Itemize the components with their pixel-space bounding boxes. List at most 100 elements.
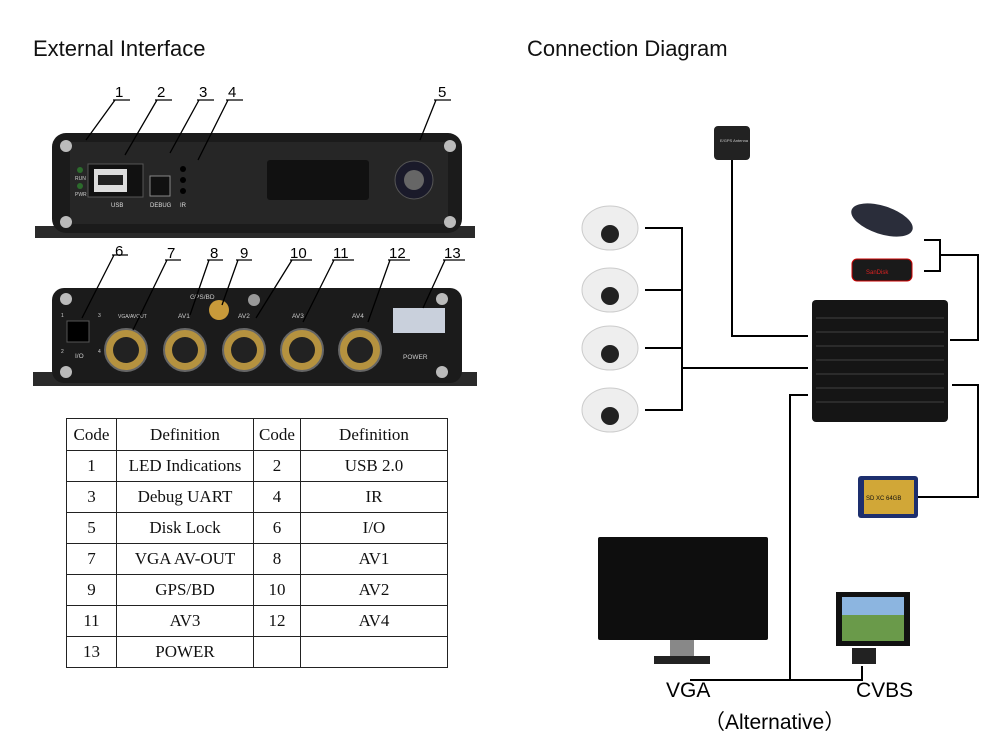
cvbs-monitor: [836, 592, 910, 664]
usb-flash-drive-icon: SanDisk: [851, 258, 913, 282]
cell: AV3: [116, 605, 254, 637]
pwr-label: PWR: [75, 192, 87, 198]
cell: [300, 636, 448, 668]
cell: AV4: [300, 605, 448, 637]
camera-4: [581, 387, 639, 433]
vga-label: VGA: [666, 679, 711, 702]
cell: GPS/BD: [116, 574, 254, 606]
callout-4: 4: [228, 84, 236, 101]
usb-label: USB: [111, 203, 123, 209]
av3-label: AV3: [292, 313, 304, 320]
callout-13: 13: [444, 245, 461, 262]
pin-3-label: 3: [98, 313, 101, 319]
io-port-icon: [66, 320, 90, 343]
svg-text:SD XC 64GB: SD XC 64GB: [866, 496, 901, 502]
power-label: POWER: [403, 354, 428, 361]
io-label: I/O: [75, 353, 84, 360]
cell: 3: [66, 481, 117, 513]
disk-bay-cover: [267, 160, 369, 200]
run-label: RUN: [75, 176, 86, 182]
power-connector-icon: [393, 308, 445, 333]
header-definition: Definition: [300, 418, 448, 451]
camera-2: [581, 267, 639, 313]
cell: 1: [66, 450, 117, 482]
cell: USB 2.0: [300, 450, 448, 482]
cell: 9: [66, 574, 117, 606]
callout-12: 12: [389, 245, 406, 262]
pin-4-label: 4: [98, 349, 101, 355]
gps-antenna-connector-icon: [209, 300, 229, 320]
cell: [253, 636, 301, 668]
cell: AV1: [300, 543, 448, 575]
cell: 7: [66, 543, 117, 575]
cell: Debug UART: [116, 481, 254, 513]
external-interface-title: External Interface: [33, 36, 206, 61]
cell: 2: [253, 450, 301, 482]
callout-2: 2: [157, 84, 165, 101]
connection-lines: [645, 160, 979, 681]
callout-1: 1: [115, 84, 123, 101]
av4-label: AV4: [352, 313, 364, 320]
callout-9: 9: [240, 245, 248, 262]
cell: VGA AV-OUT: [116, 543, 254, 575]
callout-11: 11: [333, 245, 349, 262]
pin-1-label: 1: [61, 313, 64, 319]
header-definition: Definition: [116, 418, 254, 451]
cvbs-label: CVBS: [856, 679, 914, 702]
ir-label: IR: [180, 203, 187, 209]
pwr-led-icon: [77, 183, 83, 189]
cell: 13: [66, 636, 117, 668]
cell: 12: [253, 605, 301, 637]
svg-text:E/GPS Antenna: E/GPS Antenna: [720, 138, 749, 143]
cell: 6: [253, 512, 301, 544]
cell: Disk Lock: [116, 512, 254, 544]
callout-5: 5: [438, 84, 446, 101]
rear-panel: GPS/BD VGA/AVOUT AV1 AV2 AV3 AV4 POWER I…: [33, 288, 477, 386]
gps-antenna: E/GPS Antenna: [714, 126, 750, 160]
vga-monitor: [598, 537, 768, 664]
callout-8: 8: [210, 245, 218, 262]
callout-6: 6: [115, 243, 123, 260]
svg-text:SanDisk: SanDisk: [866, 270, 889, 276]
pin-2-label: 2: [61, 349, 64, 355]
cell: 11: [66, 605, 117, 637]
rear-callouts: [81, 254, 465, 331]
av2-label: AV2: [238, 313, 250, 320]
table-header-row: Code Definition Code Definition: [66, 418, 448, 451]
debug-port-icon: [149, 175, 171, 197]
front-panel: RUN PWR USB DEBUG IR: [35, 133, 475, 238]
callout-3: 3: [199, 84, 207, 101]
cell: POWER: [116, 636, 254, 668]
header-code: Code: [253, 418, 301, 451]
vga-label: VGA/AVOUT: [118, 314, 147, 320]
connection-diagram-title: Connection Diagram: [527, 36, 728, 61]
mouse-icon: [851, 203, 913, 237]
cell: LED Indications: [116, 450, 254, 482]
dome-cameras: [581, 205, 639, 433]
debug-label: DEBUG: [150, 203, 172, 209]
cell: AV2: [300, 574, 448, 606]
cell: 8: [253, 543, 301, 575]
header-code: Code: [66, 418, 117, 451]
av1-label: AV1: [178, 313, 190, 320]
callout-10: 10: [290, 245, 307, 262]
alternative-label: （Alternative）: [704, 711, 846, 734]
mdvr-unit: [812, 300, 948, 422]
cell: 5: [66, 512, 117, 544]
callout-7: 7: [167, 245, 175, 262]
sd-card-icon: SD XC 64GB: [858, 476, 918, 518]
camera-1: [581, 205, 639, 251]
gps-label: GPS/BD: [190, 294, 215, 301]
cell: I/O: [300, 512, 448, 544]
cell: 4: [253, 481, 301, 513]
front-callouts: [85, 99, 451, 161]
camera-3: [581, 325, 639, 371]
